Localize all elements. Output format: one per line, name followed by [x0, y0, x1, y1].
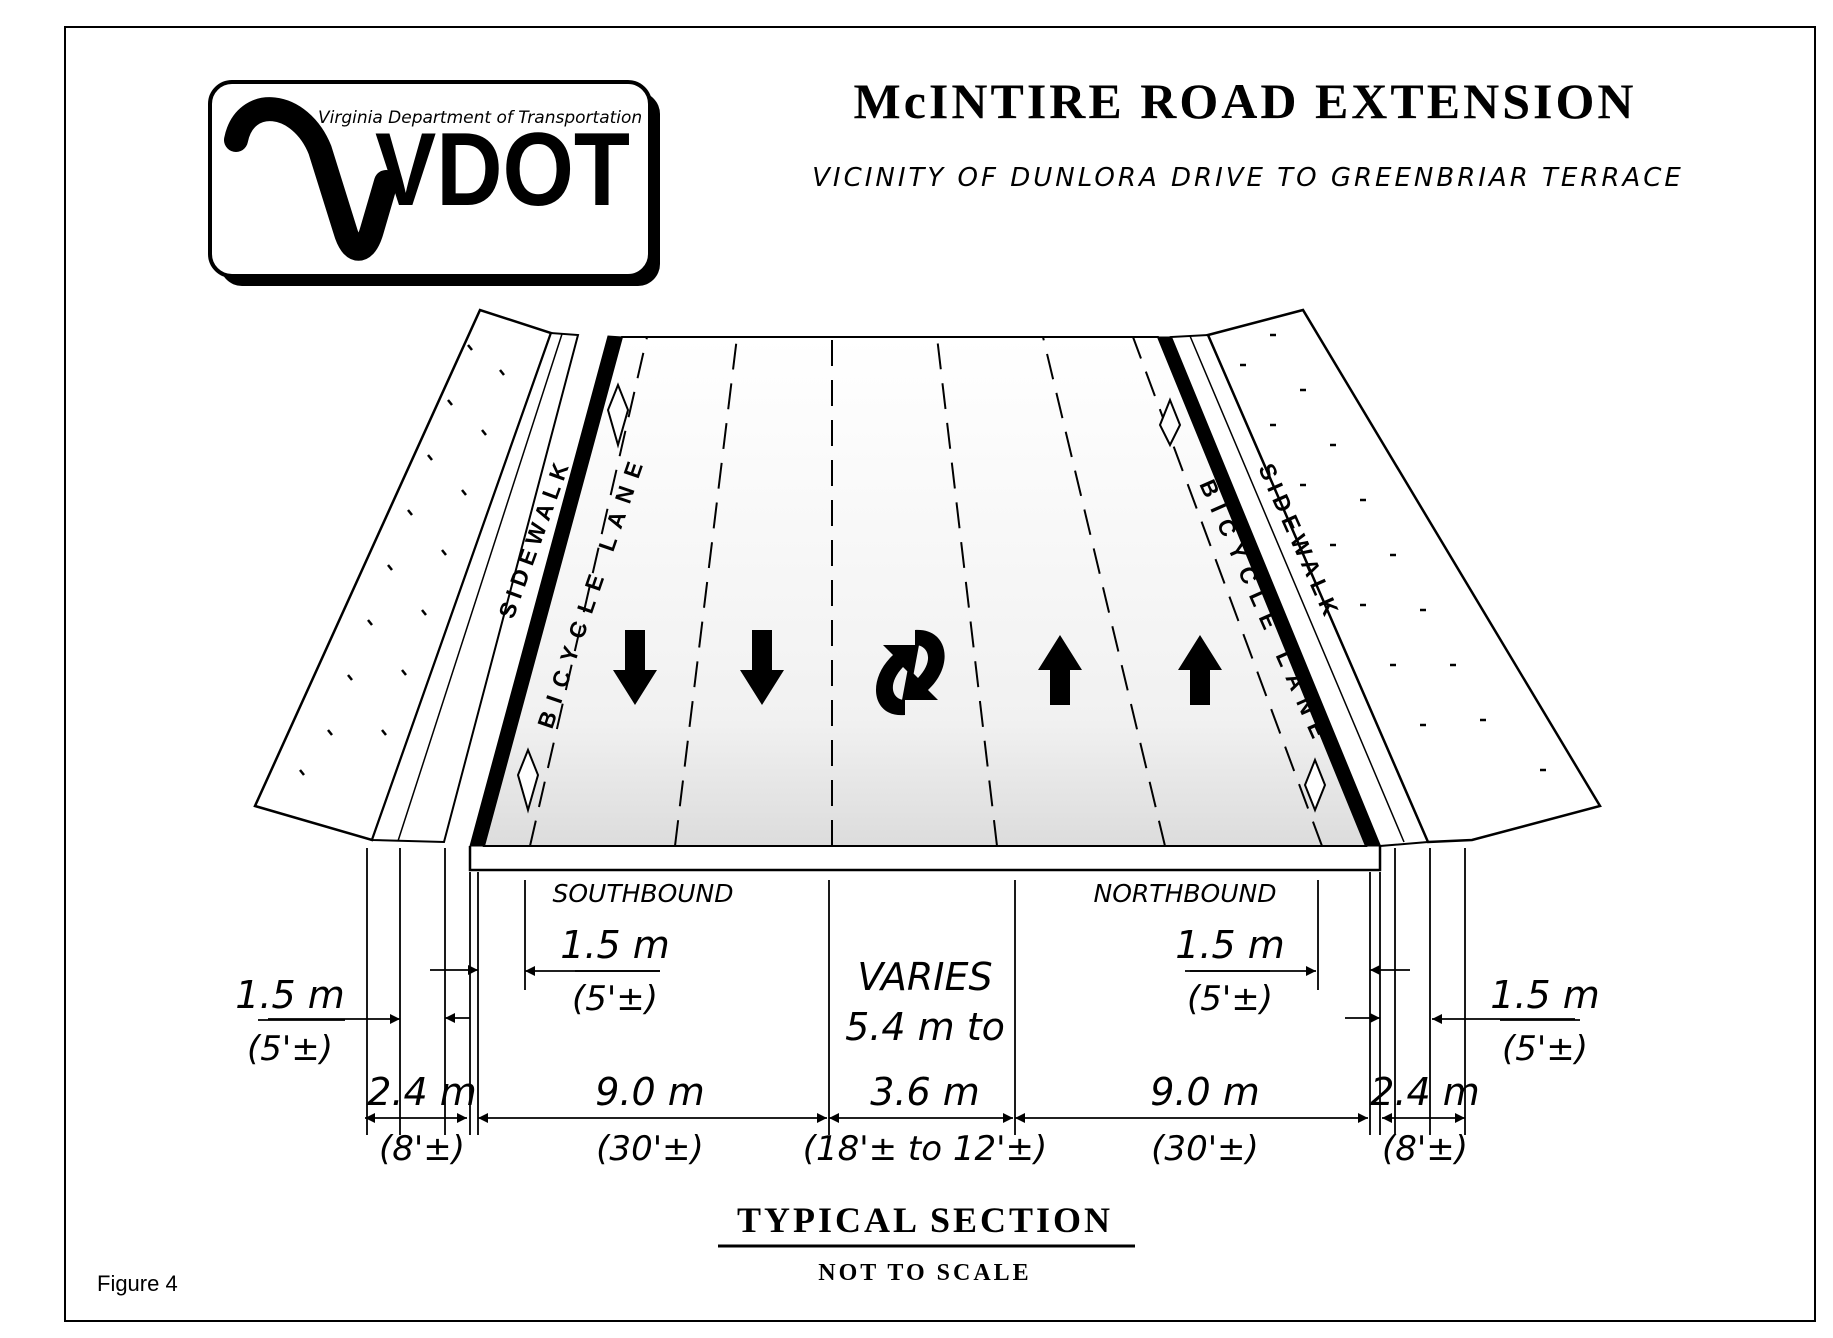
project-subtitle: VICINITY OF DUNLORA DRIVE TO GREENBRIAR …: [812, 163, 1684, 193]
dim-left-bike-ft: (5'±): [572, 979, 658, 1019]
dim-left-lanes-ft: (30'±): [596, 1129, 704, 1169]
vdot-logo: Virginia Department of Transportation VD…: [208, 80, 660, 286]
dimension-lines: [258, 848, 1580, 1135]
southbound-arrow-2: [740, 630, 784, 705]
dim-right-sidewalk-m: 2.4 m: [1370, 1070, 1480, 1114]
northbound-arrow-2: [1178, 635, 1222, 705]
dim-right-bike-ft: (5'±): [1187, 979, 1273, 1019]
right-grass-strip: [1206, 308, 1602, 844]
left-sidewalk: [370, 331, 580, 844]
southbound-label: SOUTHBOUND: [553, 879, 734, 908]
section-note: NOT TO SCALE: [818, 1260, 1031, 1286]
dim-right-lanes-m: 9.0 m: [1150, 1070, 1260, 1114]
dim-left-outer-m: 1.5 m: [235, 973, 345, 1017]
two-way-left-turn-arrow-top: [902, 629, 945, 700]
logo-mark: VDOT: [375, 112, 630, 228]
northbound-arrow-1: [1038, 635, 1082, 705]
dim-right-bike-m: 1.5 m: [1175, 923, 1285, 967]
dim-right-sidewalk-ft: (8'±): [1382, 1129, 1468, 1169]
dim-right-lanes-ft: (30'±): [1151, 1129, 1259, 1169]
dim-left-sidewalk-m: 2.4 m: [367, 1070, 477, 1114]
logo-agency-name: Virginia Department of Transportation: [318, 108, 642, 128]
section-title: TYPICAL SECTION: [737, 1200, 1113, 1240]
dimension-labels: 1.5 m (5'±) 2.4 m (8'±) 1.5 m (5'±) 9.0 …: [235, 923, 1600, 1169]
dim-right-outer-ft: (5'±): [1502, 1029, 1588, 1069]
dim-median-varies: VARIES: [857, 955, 992, 999]
dim-median-ft: (18'± to 12'±): [803, 1129, 1047, 1169]
dim-left-outer-ft: (5'±): [247, 1029, 333, 1069]
northbound-label: NORTHBOUND: [1094, 879, 1277, 908]
road-perspective: [253, 308, 1602, 872]
figure-label: Figure 4: [97, 1271, 178, 1296]
project-title: McINTIRE ROAD EXTENSION: [854, 73, 1637, 129]
dim-left-bike-m: 1.5 m: [560, 923, 670, 967]
dim-right-outer-m: 1.5 m: [1490, 973, 1600, 1017]
lane-arrows: [613, 629, 1222, 716]
southbound-arrow-1: [613, 630, 657, 705]
dim-left-sidewalk-ft: (8'±): [379, 1129, 465, 1169]
dim-median-range: 5.4 m to: [845, 1005, 1005, 1049]
drawing-frame: [64, 26, 1816, 1322]
dim-left-lanes-m: 9.0 m: [595, 1070, 705, 1114]
two-way-left-turn-arrow-bottom: [875, 645, 919, 716]
dim-median-m: 3.6 m: [870, 1070, 980, 1114]
